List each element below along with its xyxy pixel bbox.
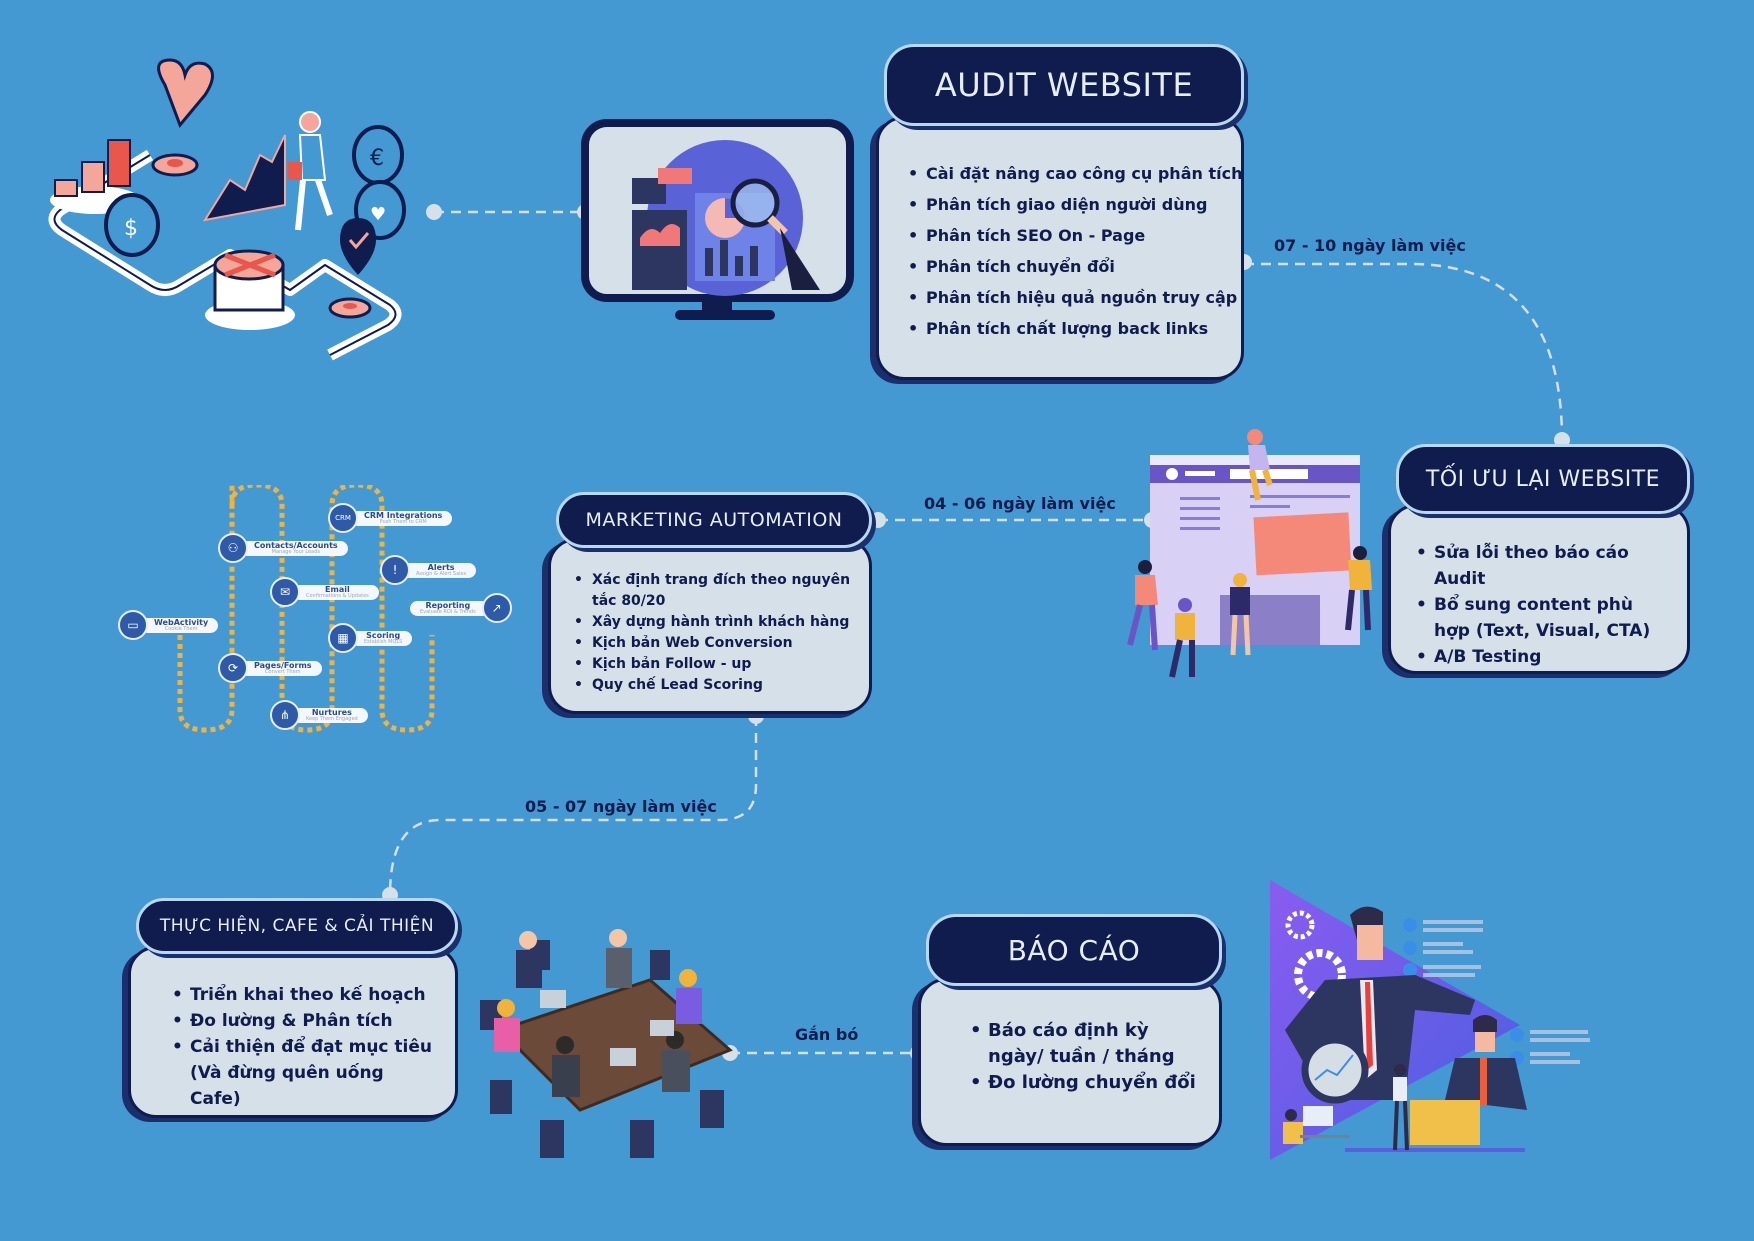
execute-task-list: Triển khai theo kế hoạch Đo lường & Phân… xyxy=(170,982,440,1112)
website-team-illustration xyxy=(1127,429,1372,678)
euro-coin-icon: € xyxy=(352,125,404,185)
execute-improve-card: THỰC HIỆN, CAFE & CẢI THIỆN Triển khai t… xyxy=(128,898,458,1118)
automation-card-title: MARKETING AUTOMATION xyxy=(556,492,872,548)
meeting-person xyxy=(552,1036,580,1097)
connector-audit-to-optimize xyxy=(1244,262,1564,441)
bond-label: Gắn bó xyxy=(795,1025,859,1044)
team-member-figure xyxy=(1345,546,1372,631)
execute-card-title: THỰC HIỆN, CAFE & CẢI THIỆN xyxy=(136,898,458,954)
flow-icon: ⋔ xyxy=(270,700,300,730)
optimize-task-list: Sửa lỗi theo báo cáo Audit Bổ sung conte… xyxy=(1414,540,1674,670)
target-ring-icon xyxy=(328,297,372,319)
chart-icon: ↗ xyxy=(481,593,512,623)
content-block xyxy=(1253,512,1352,576)
automation-task-item: Xây dựng hành trình khách hàng xyxy=(572,612,862,633)
monitor-base xyxy=(675,310,775,320)
connector-dot xyxy=(870,512,886,528)
monitor-icon: ▭ xyxy=(118,610,148,640)
seated-man xyxy=(1445,1015,1527,1110)
gear-icon xyxy=(1285,910,1315,940)
report-task-item: Đo lường chuyển đổi xyxy=(968,1070,1208,1096)
shopper-person-icon xyxy=(288,111,333,231)
optimize-website-card: TỐI ƯU LẠI WEBSITE Sửa lỗi theo báo cáo … xyxy=(1388,444,1690,674)
team-meeting-illustration xyxy=(480,929,733,1158)
audit-task-item: Phân tích SEO On - Page xyxy=(906,220,1242,251)
report-card: BÁO CÁO Báo cáo định kỳ ngày/ tuần / thá… xyxy=(918,914,1222,1146)
desk-worker xyxy=(1283,1106,1350,1144)
audit-card-title: AUDIT WEBSITE xyxy=(884,44,1244,126)
duration-label-optimize: 04 - 06 ngày làm việc xyxy=(924,494,1116,513)
duration-label-automation: 05 - 07 ngày làm việc xyxy=(525,797,717,816)
laptop-icon xyxy=(1410,1100,1480,1145)
gift-box-icon xyxy=(205,249,295,330)
automation-task-item: Kịch bản Web Conversion xyxy=(572,633,862,654)
monitor-stand xyxy=(702,298,732,312)
team-member-figure xyxy=(1247,429,1273,501)
execute-task-item: Triển khai theo kế hoạch xyxy=(170,982,440,1008)
audit-task-item: Phân tích chất lượng back links xyxy=(906,313,1242,344)
automation-flow-path xyxy=(177,485,435,733)
contacts-icon: ⚇ xyxy=(218,533,248,563)
svg-text:€: € xyxy=(370,146,384,171)
monitor-analytics-illustration xyxy=(581,119,854,320)
optimize-card-title: TỐI ƯU LẠI WEBSITE xyxy=(1396,444,1690,514)
audit-task-list: Cài đặt nâng cao công cụ phân tích Phân … xyxy=(906,158,1242,344)
meeting-person xyxy=(494,999,520,1052)
team-member-figure xyxy=(1169,598,1195,678)
business-report-illustration xyxy=(1270,880,1590,1160)
automation-task-item: Kịch bản Follow - up xyxy=(572,654,862,675)
automation-task-list: Xác định trang đích theo nguyên tắc 80/2… xyxy=(572,570,862,696)
growth-chart-icon xyxy=(202,134,286,222)
optimize-task-item: A/B Testing xyxy=(1414,644,1674,670)
location-pin-icon xyxy=(340,218,376,275)
execute-task-item: Cải thiện để đạt mục tiêu (Và đừng quên … xyxy=(170,1034,440,1112)
small-person xyxy=(1393,1064,1409,1151)
audit-task-item: Phân tích chuyển đổi xyxy=(906,251,1242,282)
team-member-figure xyxy=(1127,560,1158,651)
target-ring-icon xyxy=(151,153,199,177)
meeting-person xyxy=(676,969,702,1024)
laptop-icon xyxy=(540,990,674,1066)
marketing-automation-card: MARKETING AUTOMATION Xác định trang đích… xyxy=(548,492,872,714)
scoring-icon: ▦ xyxy=(328,623,358,653)
audit-task-item: Cài đặt nâng cao công cụ phân tích xyxy=(906,158,1242,189)
crm-cloud-icon: CRM xyxy=(328,503,358,533)
report-card-title: BÁO CÁO xyxy=(926,914,1222,986)
report-task-list: Báo cáo định kỳ ngày/ tuần / tháng Đo lư… xyxy=(968,1018,1208,1096)
optimize-task-item: Bổ sung content phù hợp (Text, Visual, C… xyxy=(1414,592,1674,644)
magnifier-icon xyxy=(1301,1036,1369,1104)
audit-website-card: AUDIT WEBSITE Cài đặt nâng cao công cụ p… xyxy=(876,44,1244,380)
heart-icon xyxy=(157,58,214,128)
svg-text:$: $ xyxy=(124,216,138,241)
execute-task-item: Đo lường & Phân tích xyxy=(170,1008,440,1034)
magnifier-icon xyxy=(730,178,780,228)
audit-task-item: Phân tích hiệu quả nguồn truy cập xyxy=(906,282,1242,313)
meeting-person xyxy=(606,929,632,988)
svg-text:♥: ♥ xyxy=(370,204,386,225)
automation-task-item: Quy chế Lead Scoring xyxy=(572,675,862,696)
dollar-bubble-icon: $ xyxy=(104,193,160,257)
duration-label-audit: 07 - 10 ngày làm việc xyxy=(1274,236,1466,255)
envelope-icon: ✉ xyxy=(270,577,300,607)
optimize-task-item: Sửa lỗi theo báo cáo Audit xyxy=(1414,540,1674,592)
meeting-person xyxy=(516,931,542,988)
report-task-item: Báo cáo định kỳ ngày/ tuần / tháng xyxy=(968,1018,1208,1070)
form-icon: ⟳ xyxy=(218,653,248,683)
customer-journey-illustration: € ♥ $ xyxy=(48,58,406,361)
team-member-figure xyxy=(1230,573,1251,656)
audit-task-item: Phân tích giao diện người dùng xyxy=(906,189,1242,220)
alert-icon: ! xyxy=(380,555,410,585)
automation-task-item: Xác định trang đích theo nguyên tắc 80/2… xyxy=(572,570,862,612)
